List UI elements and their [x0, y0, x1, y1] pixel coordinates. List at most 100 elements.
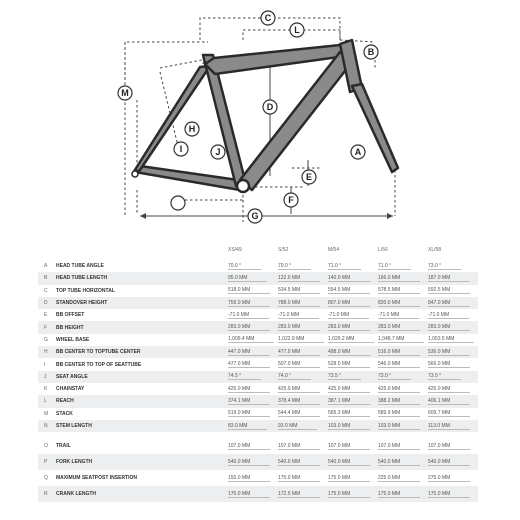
row-value: 1,029.2 MM — [328, 334, 378, 346]
value-text: 1,022.9 MM — [278, 336, 325, 344]
marker-c: C — [260, 10, 276, 26]
row-value: -71.0 MM — [328, 309, 378, 321]
row-value: -71.0 MM — [228, 309, 278, 321]
value-text: 107.0 MM — [428, 443, 471, 450]
row-name: BB Height — [56, 321, 228, 334]
row-name: Seat Angle — [56, 370, 228, 383]
value-text: 374.1 MM — [228, 398, 271, 405]
value-text: 820.0 MM — [378, 300, 421, 307]
value-text: 566.0 MM — [428, 361, 471, 369]
value-text: 283.0 MM — [378, 324, 421, 332]
value-text: 807.0 MM — [328, 300, 371, 307]
row-name: BB Offset — [56, 312, 85, 319]
row-value: 73.0 ° — [378, 370, 428, 383]
row-value: 528.0 MM — [328, 358, 378, 370]
row-value: 70.0 ° — [278, 260, 328, 272]
value-text: 71.0 ° — [378, 263, 412, 270]
row-name: BB Center to Top of Seattube — [56, 361, 142, 368]
value-text: 175.0 MM — [328, 491, 371, 498]
value-text: 477.0 MM — [278, 349, 321, 356]
row-value: 534.5 MM — [278, 285, 328, 297]
value-text: 71.0 ° — [328, 263, 362, 270]
row-name: Head Tube Length — [56, 272, 228, 285]
value-text: 107.0 MM — [328, 443, 371, 450]
value-text: 425.0 MM — [378, 386, 421, 393]
value-text: 540.0 MM — [378, 459, 421, 466]
row-value: 122.0 MM — [278, 272, 328, 285]
value-text: 544.4 MM — [278, 410, 321, 418]
table-row: QMaximum Seatpost Insertion150.0 MM175.0… — [38, 470, 478, 486]
value-text: 1,048.7 MM — [378, 336, 425, 344]
marker-f: F — [283, 192, 299, 208]
row-value: -71.0 MM — [378, 309, 428, 321]
table-row: JSeat Angle74.5 °74.0 °73.5 °73.0 °73.0 … — [38, 370, 478, 383]
row-letter: N — [38, 419, 56, 433]
value-text: 425.0 MM — [228, 386, 271, 393]
marker-d: D — [262, 99, 278, 115]
row-name: Fork Length — [56, 454, 228, 471]
value-text: 536.0 MM — [428, 349, 471, 356]
row-value: 74.5 ° — [228, 370, 278, 383]
row-value: 425.0 MM — [278, 383, 328, 395]
row-value: 103.0 MM — [328, 419, 378, 433]
value-text: 122.0 MM — [278, 275, 321, 282]
value-text: 540.0 MM — [278, 459, 321, 466]
row-value: 447.0 MM — [228, 346, 278, 359]
row-name: Top Tube Horizontal — [56, 287, 115, 294]
row-letter: M — [44, 410, 49, 417]
table-row: GWheel Base1,009.4 MM1,022.9 MM1,029.2 M… — [38, 334, 478, 346]
value-text: 283.0 MM — [228, 324, 271, 332]
svg-text:A: A — [355, 147, 362, 157]
value-text: 554.5 MM — [328, 287, 371, 295]
row-name: BB Center to Toptube Center — [56, 346, 228, 359]
row-value: 374.1 MM — [228, 395, 278, 408]
value-text: -71.0 MM — [328, 312, 370, 319]
row-value: 1,048.7 MM — [378, 334, 428, 346]
geometry-table-main: XS/49 S/52 M/54 L/56 XL/58 AHead Tube An… — [38, 240, 478, 433]
svg-text:I: I — [180, 144, 183, 154]
row-value: 93.0 MM — [278, 419, 328, 433]
value-text: 175.0 MM — [328, 475, 371, 482]
value-text: 283.0 MM — [428, 324, 471, 332]
row-value: 175.0 MM — [328, 470, 378, 486]
svg-text:H: H — [189, 124, 196, 134]
marker-i: I — [173, 141, 189, 157]
value-text: 283.0 MM — [278, 324, 321, 332]
svg-text:F: F — [288, 195, 294, 205]
row-value: 172.5 MM — [278, 486, 328, 503]
value-text: 378.4 MM — [278, 398, 321, 405]
value-text: 425.0 MM — [278, 386, 321, 393]
row-value: 283.0 MM — [278, 321, 328, 334]
value-text: 516.0 MM — [378, 349, 421, 356]
marker-l: L — [289, 22, 305, 38]
value-text: 447.0 MM — [228, 349, 271, 356]
table-row: AHead Tube Angle70.0 °70.0 °71.0 °71.0 °… — [38, 260, 478, 272]
row-letter: J — [38, 370, 56, 383]
row-value: 566.0 MM — [428, 358, 478, 370]
value-text: 70.0 ° — [228, 263, 262, 270]
value-text: 103.0 MM — [328, 423, 371, 430]
geometry-table: XS/49 S/52 M/54 L/56 XL/58 AHead Tube An… — [38, 240, 478, 503]
row-letter: K — [44, 386, 48, 393]
value-text: 93.0 MM — [278, 423, 318, 430]
row-value: 498.0 MM — [328, 346, 378, 359]
marker-g: G — [247, 208, 263, 224]
value-text: 74.0 ° — [278, 373, 312, 381]
row-value: -71.0 MM — [428, 309, 478, 321]
row-value: 516.0 MM — [378, 346, 428, 359]
row-letter: E — [44, 312, 48, 319]
row-value: 406.1 MM — [428, 395, 478, 408]
row-value: 170.0 MM — [228, 486, 278, 503]
row-value: 166.0 MM — [378, 272, 428, 285]
row-value: 1,022.9 MM — [278, 334, 328, 346]
row-value: 74.0 ° — [278, 370, 328, 383]
row-value: 107.0 MM — [278, 438, 328, 454]
row-value: 477.0 MM — [228, 358, 278, 370]
marker-k — [170, 195, 186, 211]
value-text: -71.0 MM — [428, 312, 470, 319]
row-value: 225.0 MM — [378, 470, 428, 486]
row-name: Wheel Base — [56, 336, 90, 343]
